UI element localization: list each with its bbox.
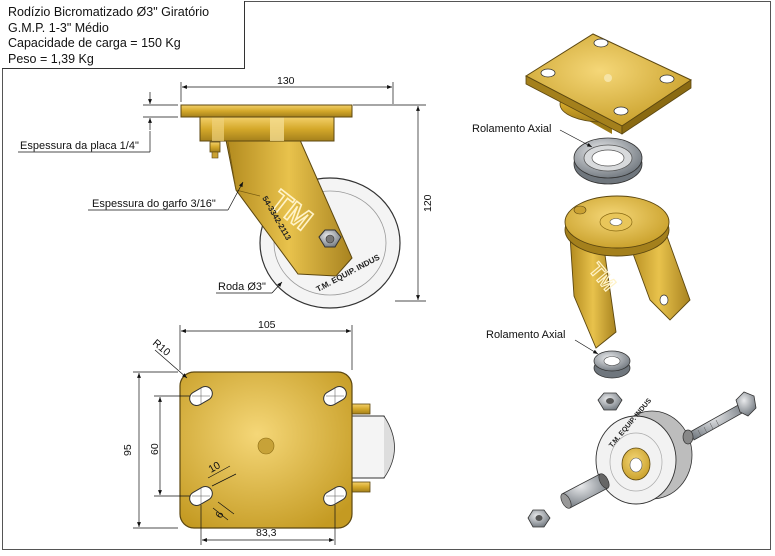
title-block: Rodízio Bicromatizado Ø3" Giratório G.M.… bbox=[2, 1, 245, 69]
title-load-capacity: Capacidade de carga = 150 Kg bbox=[8, 36, 181, 50]
exploded-fork: TM bbox=[564, 195, 691, 349]
exploded-wheel: T.M. EQUIP. INDUS bbox=[595, 397, 693, 505]
title-product: Rodízio Bicromatizado Ø3" Giratório bbox=[8, 5, 210, 19]
side-view-top-plate bbox=[180, 104, 353, 118]
exploded-view: Rolamento Axial TM Rolamento Axial bbox=[472, 33, 757, 528]
top-view: 105 R10 95 60 10 6 83,3 bbox=[122, 319, 395, 545]
top-view-dim-width: 105 bbox=[258, 319, 276, 331]
label-bearing-top: Rolamento Axial bbox=[472, 123, 552, 135]
label-fork-thickness: Espessura do garfo 3/16" bbox=[92, 198, 216, 210]
side-view-dim-width: 130 bbox=[277, 75, 295, 87]
top-view-dim-slot-length: 10 bbox=[207, 459, 223, 475]
side-view-axle-nut bbox=[318, 229, 342, 248]
top-view-center-rivet bbox=[257, 437, 275, 455]
top-view-dim-height: 95 bbox=[122, 444, 134, 456]
title-model: G.M.P. 1-3" Médio bbox=[8, 20, 109, 35]
label-wheel: Roda Ø3" bbox=[218, 281, 266, 293]
side-view: T.M. EQUIP. INDUS TM 54-3342-2113 130 bbox=[18, 75, 434, 309]
top-view-dim-radius: R10 bbox=[150, 337, 173, 359]
exploded-nut bbox=[597, 392, 623, 411]
exploded-bottom-bearing bbox=[593, 350, 631, 379]
top-view-dim-hole-spacing: 60 bbox=[149, 443, 161, 455]
exploded-top-bearing bbox=[573, 137, 643, 185]
side-view-dim-height: 120 bbox=[422, 194, 434, 212]
label-bearing-bottom: Rolamento Axial bbox=[486, 329, 566, 341]
exploded-spacer-tube bbox=[560, 473, 610, 509]
exploded-top-plate bbox=[524, 33, 693, 135]
drawing-frame bbox=[2, 1, 771, 550]
exploded-bolt bbox=[682, 391, 757, 445]
label-plate-thickness: Espessura da placa 1/4" bbox=[20, 140, 139, 152]
top-view-dim-slot-width: 6 bbox=[213, 509, 226, 520]
exploded-small-nut bbox=[527, 509, 551, 528]
top-view-wheel bbox=[351, 403, 395, 493]
side-view-grease-nipple bbox=[209, 141, 221, 159]
title-weight: Peso = 1,39 Kg bbox=[8, 51, 94, 66]
top-view-dim-hole-pitch: 83,3 bbox=[256, 527, 277, 539]
